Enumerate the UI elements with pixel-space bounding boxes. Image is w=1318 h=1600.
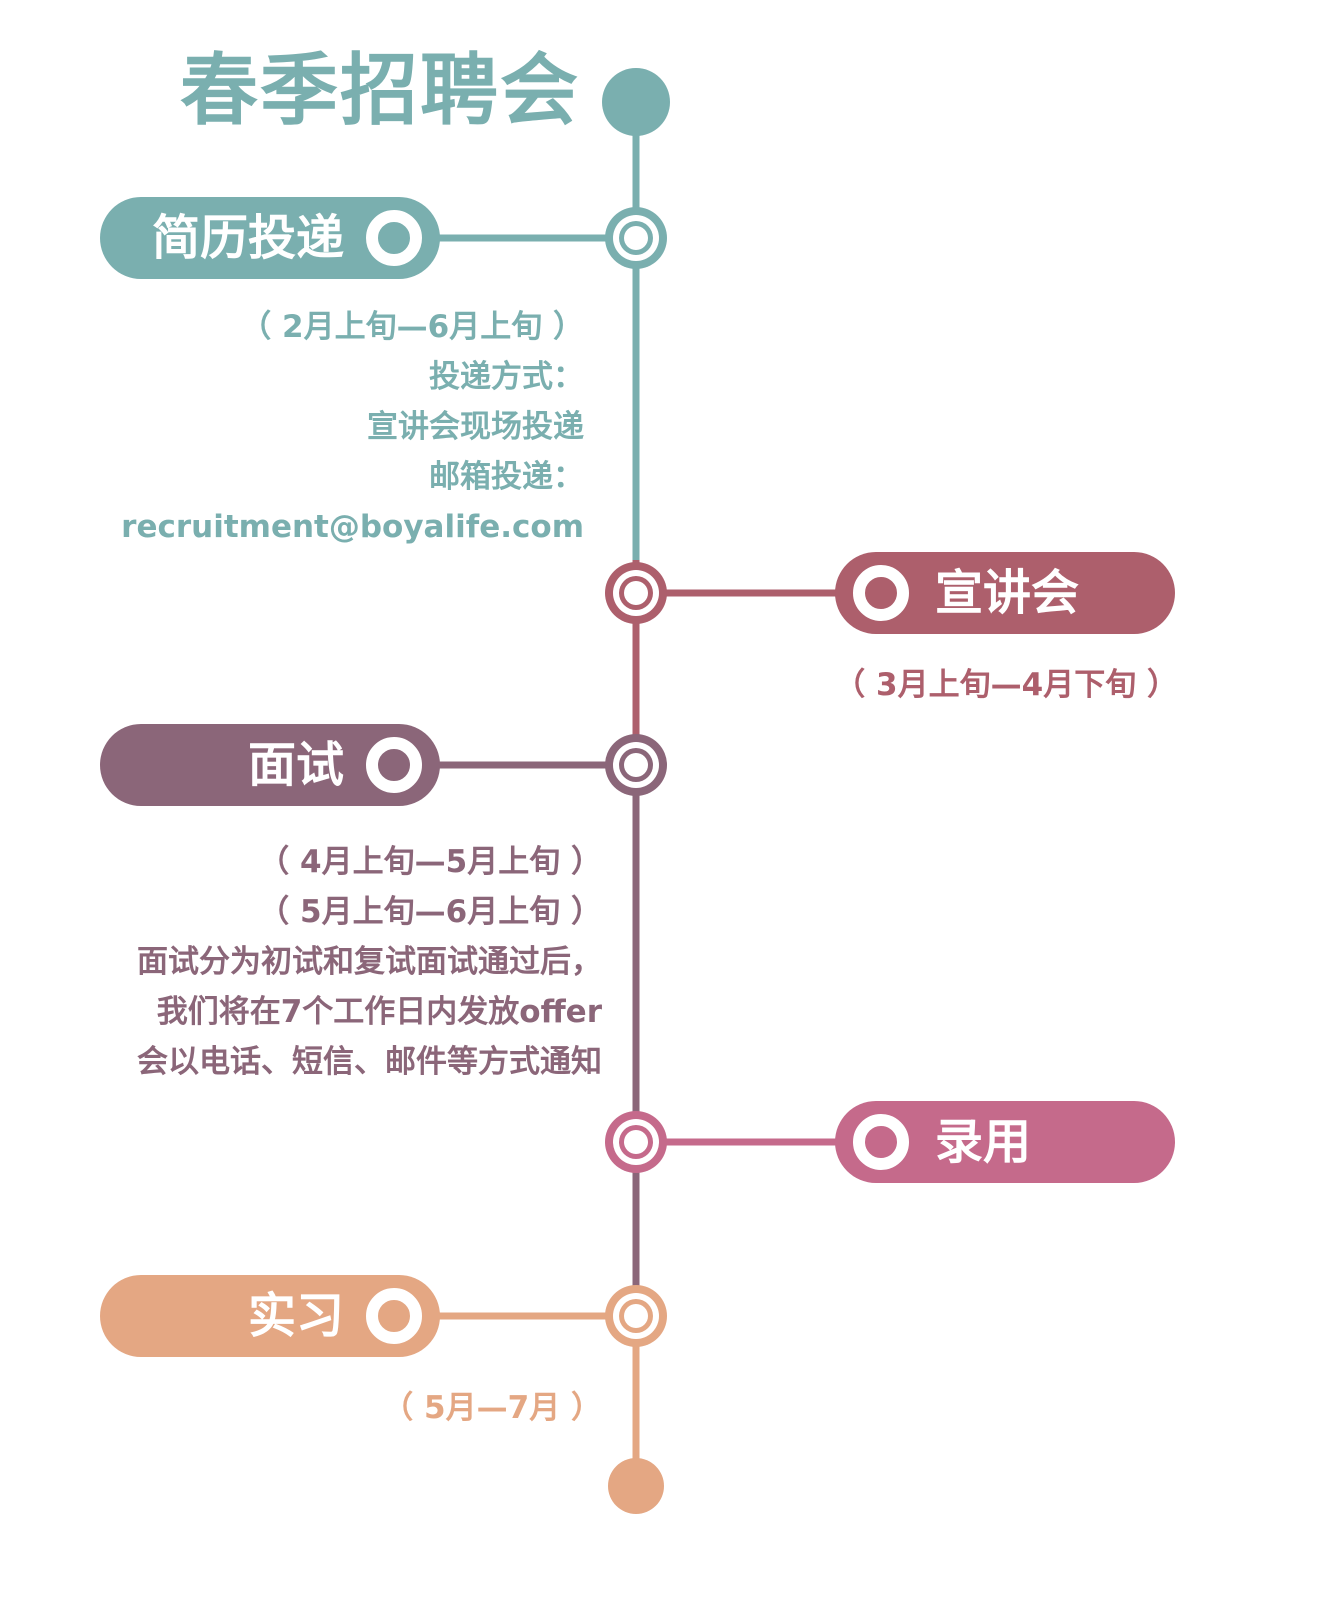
stage-pill-resume: 简历投递 [100,197,440,279]
stage-label-hire: 录用 [935,1114,1032,1170]
timeline-start-dot [602,68,670,136]
node-talk [605,562,667,624]
intern-period: （ 5月—7月 ） [382,1390,602,1426]
interview-period-2: （ 5月上旬—6月上旬 ） [258,894,602,930]
resume-email-label: 邮箱投递： [429,459,584,495]
ring-icon [366,210,422,266]
node-intern [605,1285,667,1347]
resume-period: （ 2月上旬—6月上旬 ） [240,309,584,345]
stage-pill-interview: 面试 [100,724,440,806]
talk-period: （ 3月上旬—4月下旬 ） [834,667,1178,703]
stage-pill-hire: 录用 [835,1101,1175,1183]
resume-email-address: recruitment@boyalife.com [121,509,584,545]
stage-note-intern: （ 5月—7月 ） [382,1383,602,1433]
stage-note-interview: （ 4月上旬—5月上旬 ） （ 5月上旬—6月上旬 ） 面试分为初试和复试面试通… [137,837,602,1087]
stage-label-intern: 实习 [247,1288,344,1344]
ring-icon [366,737,422,793]
stage-label-resume: 简历投递 [151,210,344,266]
page-title: 春季招聘会 [179,46,580,136]
ring-icon [853,1114,909,1170]
ring-icon [853,565,909,621]
interview-period-1: （ 4月上旬—5月上旬 ） [258,844,602,880]
interview-desc-3: 会以电话、短信、邮件等方式通知 [137,1044,602,1080]
stage-label-talk: 宣讲会 [935,565,1080,621]
resume-method-label: 投递方式： [429,359,584,395]
ring-icon [366,1288,422,1344]
stage-pill-talk: 宣讲会 [835,552,1175,634]
node-hire [605,1111,667,1173]
stage-pill-intern: 实习 [100,1275,440,1357]
stage-note-talk: （ 3月上旬—4月下旬 ） [834,660,1178,710]
stage-note-resume: （ 2月上旬—6月上旬 ） 投递方式： 宣讲会现场投递 邮箱投递： recrui… [121,302,584,552]
resume-method-onsite: 宣讲会现场投递 [367,409,584,445]
node-interview [605,734,667,796]
interview-desc-1: 面试分为初试和复试面试通过后， [137,944,602,980]
stage-label-interview: 面试 [247,737,344,793]
node-resume [605,207,667,269]
timeline-end-dot [608,1458,664,1514]
interview-desc-2: 我们将在7个工作日内发放offer [156,994,602,1030]
